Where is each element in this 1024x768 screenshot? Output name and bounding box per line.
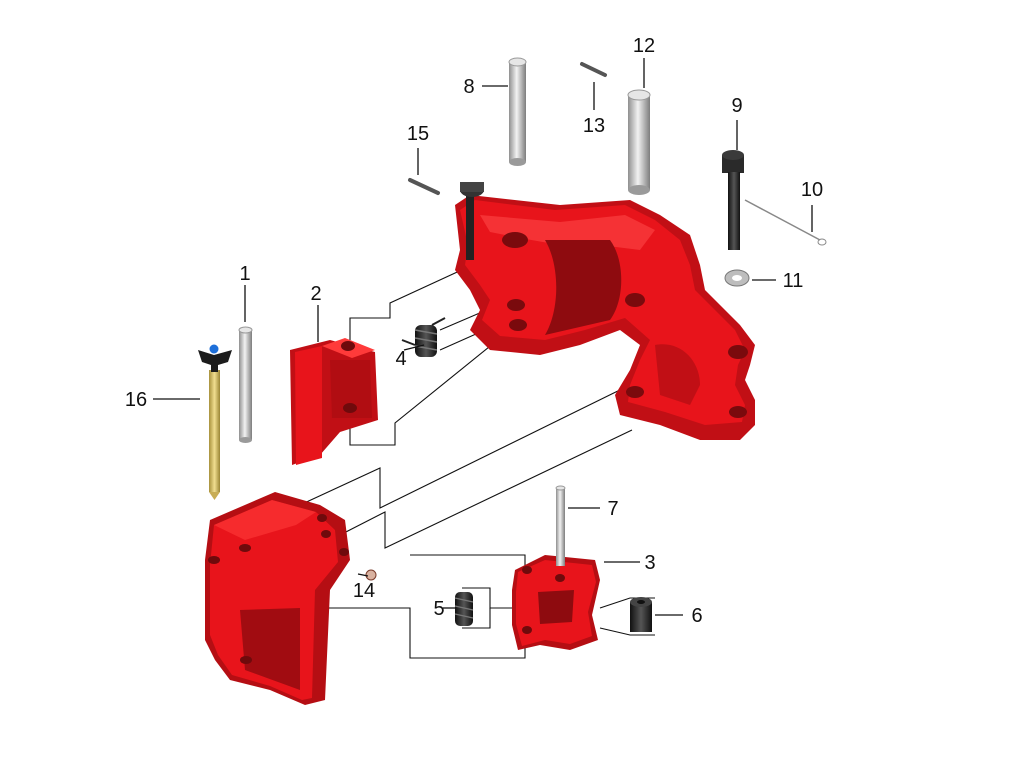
callout-15: 15 [407,123,429,145]
part-16-handle-rod [198,344,232,500]
upper-body-casting [455,195,755,440]
part-7-pin [555,485,566,566]
callout-12: 12 [633,35,655,57]
callout-6: 6 [691,605,702,627]
part-1-pin [238,326,253,443]
part-13-small-pin [580,62,607,77]
callout-3: 3 [644,552,655,574]
callout-14: 14 [353,580,375,602]
lower-body-casting [205,492,350,705]
part-10-cotter-pin [744,199,827,246]
callout-7: 7 [607,498,618,520]
callout-9: 9 [731,95,742,117]
callout-5: 5 [433,598,444,620]
part-6-bushing [630,597,652,632]
part-11-washer [724,269,750,287]
part-15-small-pin [408,178,440,195]
part-12-pin [627,89,651,195]
callout-leaders [153,58,813,616]
callout-13: 13 [583,115,605,137]
assembly-lines [245,249,655,659]
part-9-bolt [722,150,744,250]
part-2-bracket [290,338,378,465]
part-14-fitting [365,569,377,581]
callout-10: 10 [801,179,823,201]
callout-11: 11 [783,270,804,292]
callout-16: 16 [125,389,147,411]
part-8-pin [508,57,527,166]
part-5-spring [454,592,474,626]
callout-1: 1 [239,263,250,285]
callout-4: 4 [395,348,406,370]
callout-labels: 1 2 3 4 5 6 7 8 9 10 11 12 13 14 15 16 [125,35,823,627]
callout-2: 2 [310,283,321,305]
callout-8: 8 [463,76,474,98]
part-4-spring [401,317,446,357]
part-3-jaw-bracket [512,555,600,650]
stud-assembly [460,182,484,260]
